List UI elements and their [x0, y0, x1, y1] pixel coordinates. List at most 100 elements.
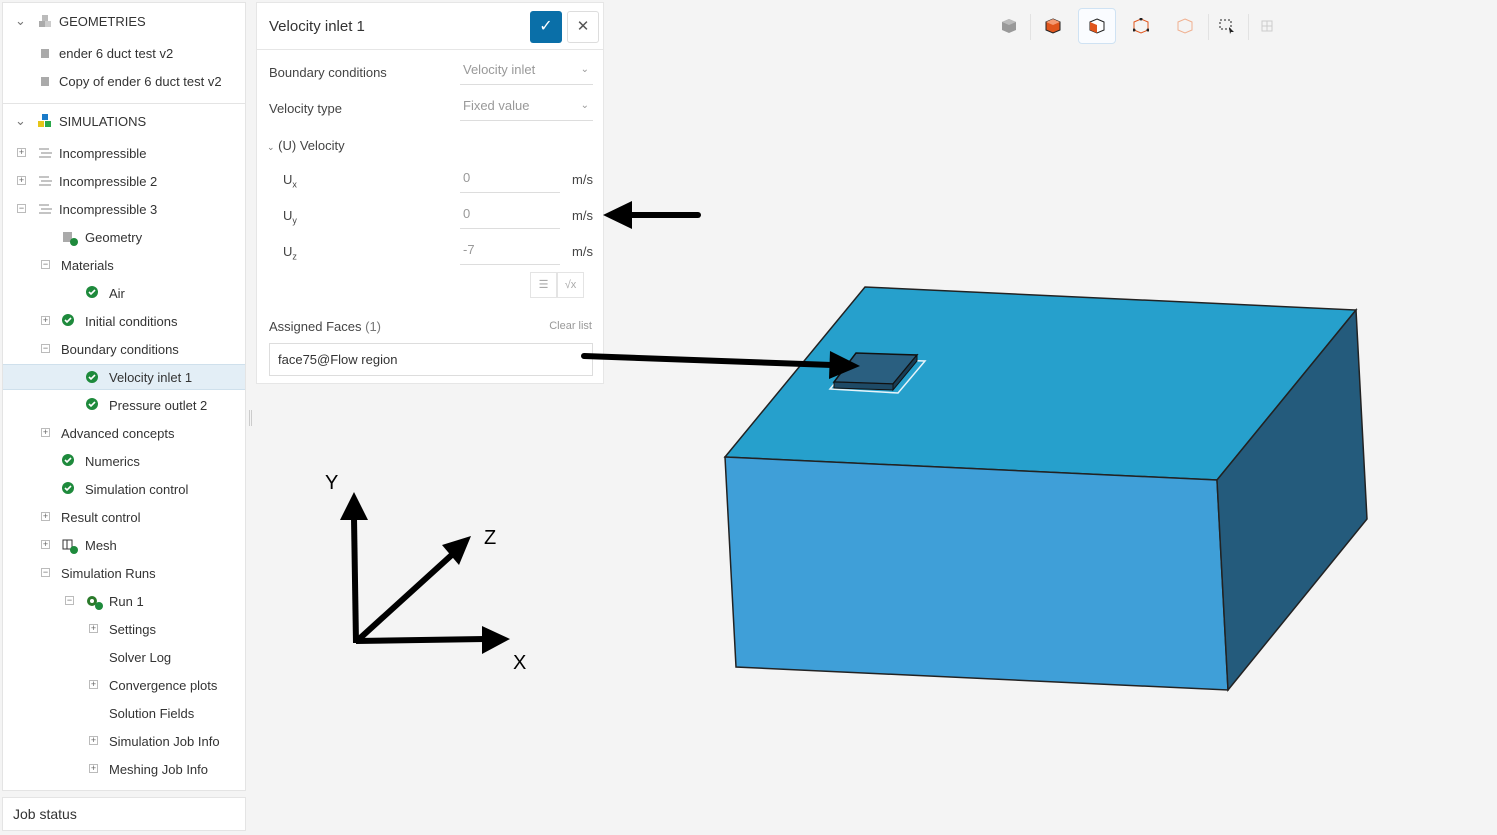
tree-item[interactable]: + Incompressible	[3, 140, 245, 166]
divider	[3, 103, 245, 104]
collapse-icon[interactable]: −	[65, 595, 74, 605]
solid-view-button[interactable]	[1034, 8, 1072, 44]
tree-item[interactable]: Numerics	[3, 448, 245, 474]
boundary-conditions-select[interactable]: Velocity inlet⌄	[460, 59, 593, 85]
assigned-faces-label: Assigned Faces (1)	[269, 319, 382, 334]
tree-item[interactable]: +Settings	[3, 616, 245, 642]
expand-icon[interactable]: +	[89, 763, 98, 773]
annotation-arrow-uy	[603, 201, 701, 229]
tree-item-label: Meshing Job Info	[109, 761, 209, 777]
expand-icon[interactable]: +	[41, 539, 50, 549]
velocity-section-label: (U) Velocity	[278, 138, 345, 153]
velocity-section-toggle[interactable]: ⌄ (U) Velocity	[267, 138, 345, 153]
check-icon: ✓	[539, 18, 553, 35]
tree-item[interactable]: Solution Fields	[3, 700, 245, 726]
tree-item[interactable]: + Meshing Job Info	[3, 756, 245, 782]
mesh-view-button[interactable]	[1248, 8, 1286, 44]
gear-check-icon	[85, 593, 103, 610]
tree-item-label: Incompressible 2	[59, 173, 158, 189]
expand-icon[interactable]: +	[41, 427, 50, 437]
check-circle-icon	[61, 453, 77, 469]
tree-item[interactable]: + Mesh	[3, 532, 245, 558]
expand-icon[interactable]: +	[89, 735, 98, 745]
tree-item-label: Incompressible	[59, 145, 147, 161]
view-cube-button[interactable]	[990, 8, 1028, 44]
expand-icon[interactable]: +	[89, 623, 98, 633]
tree-item[interactable]: − Boundary conditions	[3, 336, 245, 362]
uy-unit: m/s	[572, 208, 593, 223]
formula-input-button[interactable]: √x	[557, 272, 584, 298]
confirm-button[interactable]: ✓	[530, 11, 562, 43]
check-circle-icon	[85, 397, 101, 413]
collapse-icon[interactable]: −	[41, 343, 50, 353]
inlet-edge	[833, 381, 894, 391]
clear-list-link[interactable]: Clear list	[549, 320, 592, 332]
collapse-icon[interactable]: −	[41, 259, 50, 269]
tree-item[interactable]: +Initial conditions	[3, 308, 245, 334]
tree-item[interactable]: − Run 1	[3, 588, 245, 614]
chevron-down-icon[interactable]: ⌄	[15, 113, 26, 128]
tree-item[interactable]: Simulation control	[3, 476, 245, 502]
collapse-icon[interactable]: −	[41, 567, 50, 577]
tree-item-label: Materials	[61, 257, 114, 273]
tree-item-label: Solver Log	[109, 649, 172, 665]
expand-icon[interactable]: +	[41, 315, 50, 325]
tree-item[interactable]: +Convergence plots	[3, 672, 245, 698]
job-status-panel[interactable]: Job status	[2, 797, 246, 831]
tree-item[interactable]: Solver Log	[3, 644, 245, 670]
select-value: Fixed value	[463, 98, 530, 113]
velocity-type-select[interactable]: Fixed value⌄	[460, 95, 593, 121]
assigned-face-item[interactable]: face75@Flow region	[278, 352, 398, 367]
table-icon: ☰	[538, 279, 549, 291]
tree-item[interactable]: Pressure outlet 2	[3, 392, 245, 418]
geometry-check-icon	[61, 229, 78, 246]
uy-input[interactable]: 0	[460, 203, 560, 229]
tree-item-label: Run 1	[109, 593, 144, 609]
tree-item[interactable]: + Incompressible 2	[3, 168, 245, 194]
box-select-button[interactable]	[1208, 8, 1246, 44]
tree-item[interactable]: +Simulation Job Info	[3, 728, 245, 754]
simulations-header[interactable]: ⌄ SIMULATIONS	[15, 113, 147, 129]
ux-unit: m/s	[572, 172, 593, 187]
ux-input[interactable]: 0	[460, 167, 560, 193]
expand-icon[interactable]: +	[89, 679, 98, 689]
tree-item[interactable]: Air	[3, 280, 245, 306]
solid-edges-view-button[interactable]	[1078, 8, 1116, 44]
geometry-item[interactable]: Copy of ender 6 duct test v2	[3, 68, 245, 94]
resize-handle[interactable]	[249, 410, 252, 426]
geometries-header[interactable]: ⌄ GEOMETRIES	[15, 13, 146, 29]
table-input-button[interactable]: ☰	[530, 272, 557, 298]
tree-item-label: Mesh	[85, 537, 117, 553]
select-value: Velocity inlet	[463, 62, 536, 77]
tree-item[interactable]: − Incompressible 3	[3, 196, 245, 222]
tree-item[interactable]: +Result control	[3, 504, 245, 530]
chevron-down-icon[interactable]: ⌄	[15, 13, 26, 28]
box-top-face[interactable]	[723, 286, 1358, 481]
box-front-face[interactable]	[724, 456, 1229, 691]
tree-item[interactable]: Geometry	[3, 224, 245, 250]
simulation-icon	[37, 201, 53, 217]
geometry-item[interactable]: ender 6 duct test v2	[3, 40, 245, 66]
close-button[interactable]: ✕	[567, 11, 599, 43]
tree-item[interactable]: − Materials	[3, 252, 245, 278]
transparent-view-button[interactable]	[1166, 8, 1204, 44]
wireframe-view-button[interactable]	[1122, 8, 1160, 44]
assigned-faces-list[interactable]: face75@Flow region	[269, 343, 593, 376]
tree-item[interactable]: −Simulation Runs	[3, 560, 245, 586]
check-circle-icon	[85, 285, 101, 301]
velocity-inlet-face[interactable]	[832, 352, 919, 385]
tree-item-label: Simulation control	[85, 481, 189, 497]
tree-item[interactable]: +Advanced concepts	[3, 420, 245, 446]
collapse-icon[interactable]: −	[17, 203, 26, 213]
tree-item-label: Boundary conditions	[61, 341, 179, 357]
box-side-face[interactable]	[1216, 308, 1368, 692]
uz-input[interactable]: -7	[460, 239, 560, 265]
inlet-outline	[828, 358, 927, 394]
simulation-icon	[37, 145, 53, 161]
uz-label: Uz	[283, 244, 297, 262]
expand-icon[interactable]: +	[17, 175, 26, 185]
expand-icon[interactable]: +	[17, 147, 26, 157]
tree-item[interactable]: Velocity inlet 1	[3, 364, 245, 390]
tree-item-label: Incompressible 3	[59, 201, 158, 217]
expand-icon[interactable]: +	[41, 511, 50, 521]
